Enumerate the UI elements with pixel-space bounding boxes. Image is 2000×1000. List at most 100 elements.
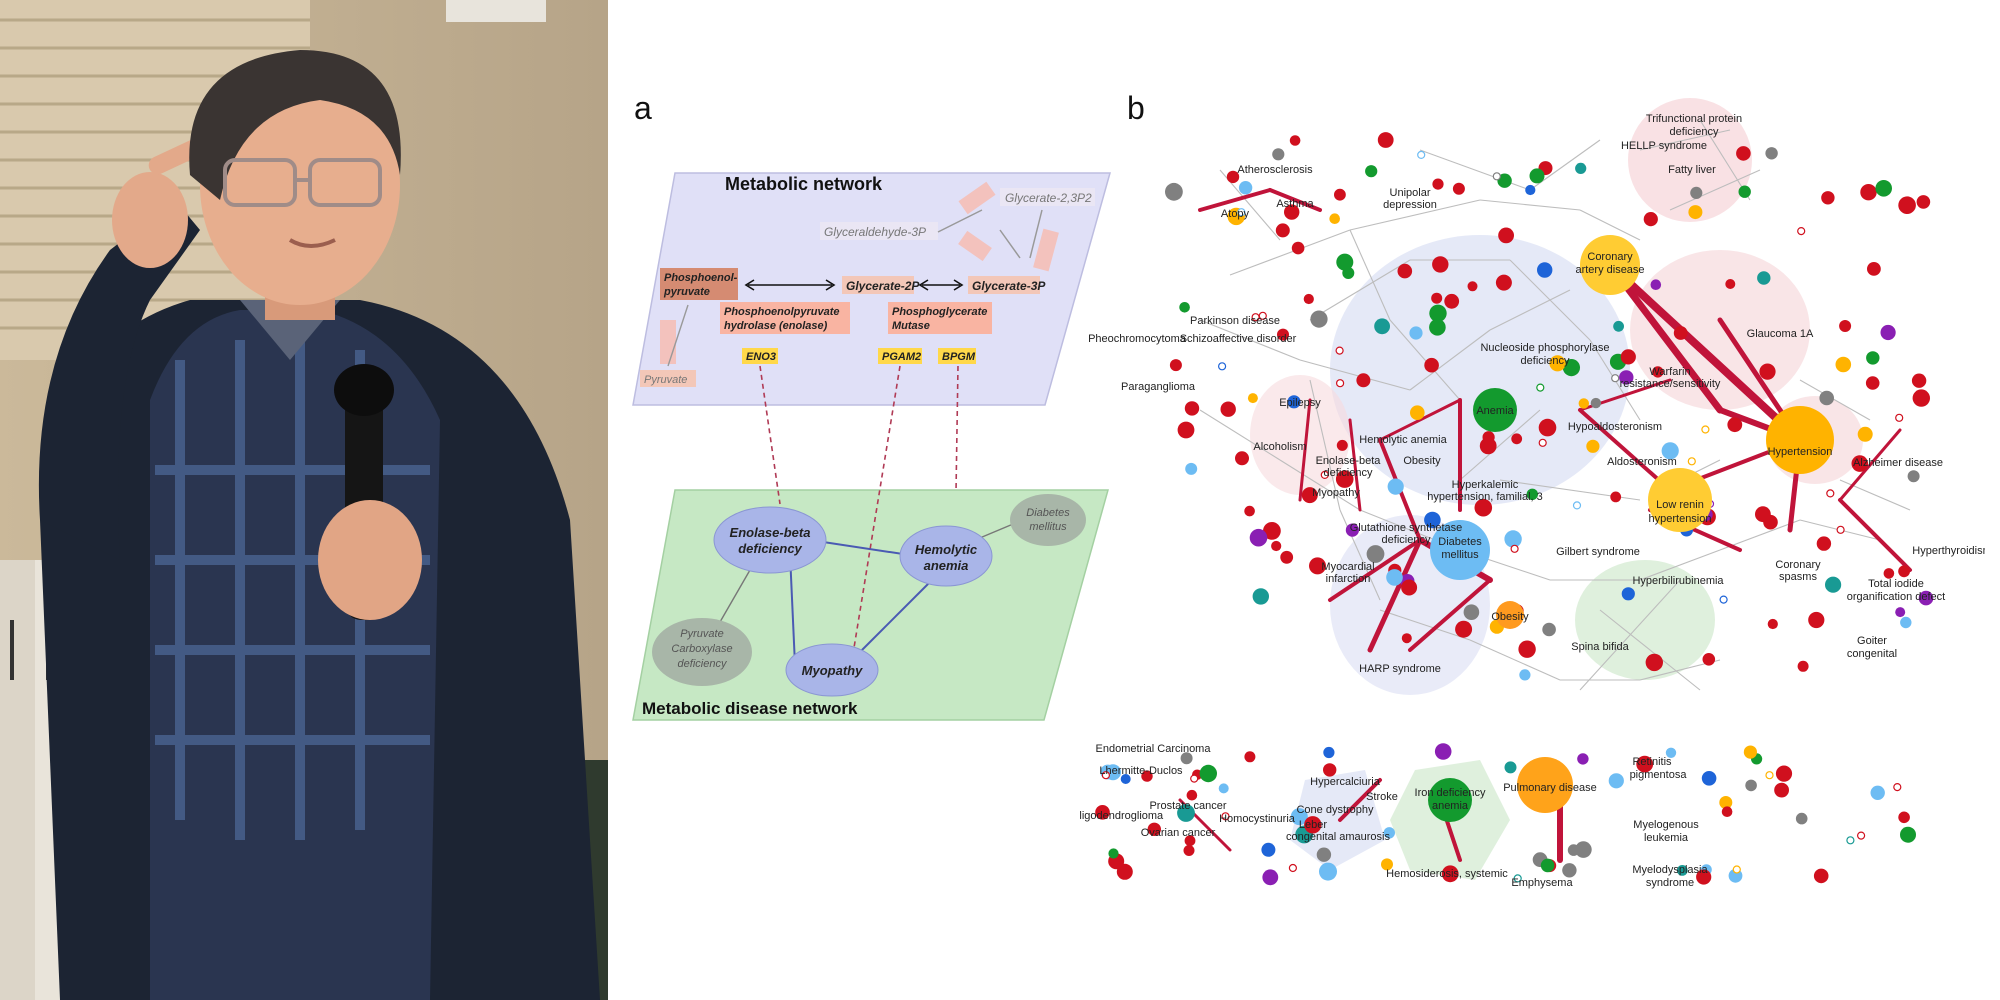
network-node [1538,418,1557,437]
node-label: deficiency [1521,355,1570,367]
node-label: resistance/sensitivity [1620,378,1721,390]
network-node [1866,351,1880,365]
network-node [1365,165,1378,178]
network-node [1575,841,1592,858]
network-node [1755,506,1771,523]
network-node [1880,324,1896,341]
metabolite-box-pyruvate [640,370,696,387]
node-label: congenital amaurosis [1286,831,1390,843]
disease-node-pyruvate-carboxylase [652,618,752,686]
network-node [1336,439,1348,451]
network-node [1883,568,1895,579]
network-node [1875,180,1892,197]
network-node [1765,771,1774,780]
node-label: Alzheimer disease [1853,457,1943,469]
network-node [1316,847,1332,862]
disease-links [789,539,939,666]
network-node [1759,363,1776,380]
enzyme-label: Phosphoglycerate [892,306,987,318]
network-node [1562,863,1577,878]
network-node [1736,146,1751,161]
gene-disease-links [759,365,959,661]
metabolite-label: Glycerate-2,3P2 [1005,191,1092,205]
network-node [1262,869,1279,886]
network-node [1857,426,1873,442]
network-node [1765,147,1778,160]
network-node [1199,764,1217,783]
network-node [1621,587,1635,601]
network-node [1290,808,1308,826]
node-label: Low renin [1656,499,1704,511]
faded-box [1033,228,1059,272]
speaker-raised-arm [38,200,201,560]
speaker-hand-holding-mic [318,500,422,620]
microphone [318,364,422,620]
panel-letter-a: a [634,90,652,126]
node-label: hypertension, familial, 3 [1427,491,1543,503]
network-node [1529,168,1545,184]
node-label: infarction [1326,573,1371,585]
node-label: Goiter [1857,635,1887,647]
network-node [1251,313,1260,322]
node-label: Enolase-beta [1316,455,1382,467]
network-node [1916,195,1931,209]
network-node [1289,135,1301,146]
node-label: HELLP syndrome [1621,140,1707,152]
node-label: Hyperbilirubinemia [1632,575,1724,587]
network-node [1431,292,1443,304]
network-node [1479,437,1497,455]
network-node [1808,611,1825,629]
node-label: artery disease [1575,264,1644,276]
network-node [1846,836,1855,845]
network-node [1387,478,1404,495]
node-label: Fatty liver [1668,164,1716,176]
network-node [1180,752,1193,765]
node-label: Atherosclerosis [1237,164,1313,176]
network-node [1120,774,1131,784]
network-node [1374,318,1390,335]
network-node [1839,320,1852,332]
network-node [1409,326,1423,340]
node-label: HARP syndrome [1359,663,1441,675]
metabolic-disease-network-title: Metabolic disease network [642,699,858,718]
network-node [1767,618,1778,630]
node-label: Oligodendroglioma [1080,810,1164,822]
network-node [1851,455,1869,472]
network-node [1275,223,1290,238]
node-label: Hyperthyroidism [1912,545,1985,557]
node-label: Myelodysplasia [1632,864,1708,876]
network-node [1511,433,1523,445]
network-node [1797,660,1809,672]
network-node [1856,831,1866,840]
network-node [1836,525,1845,534]
network-node [1519,669,1531,681]
network-node [1218,362,1227,371]
network-node [1221,812,1230,821]
node-label: Pulmonary disease [1503,782,1597,794]
disease-node-enolase-beta [713,506,827,574]
node-label: syndrome [1646,877,1694,889]
network-node [1310,310,1328,328]
network-node [1429,319,1446,336]
network-node [1895,607,1906,618]
node-label: deficiency [1324,467,1373,479]
network-node [1719,595,1728,604]
node-label: Leber [1299,819,1327,831]
network-node [1825,576,1842,593]
node-label: Stroke [1366,791,1398,803]
node-label: Alcoholism [1253,441,1306,453]
network-node [1661,442,1679,460]
hub-node-hypertension [1766,406,1834,474]
node-label: Coronary [1775,559,1821,571]
network-nodes [1095,132,1934,886]
panel-a-diagram: Metabolic network Glycerate-2,3P2 Glycer… [632,172,1111,721]
network-node [1401,633,1412,644]
network-node [1301,487,1318,504]
network-node [1795,812,1808,825]
disease-label: Hemolytic [915,542,978,557]
network-node [1432,256,1449,273]
network-node [1366,545,1385,563]
node-label: Paraganglioma [1121,381,1196,393]
speaker-hand [112,172,188,268]
network-node [1434,743,1452,760]
